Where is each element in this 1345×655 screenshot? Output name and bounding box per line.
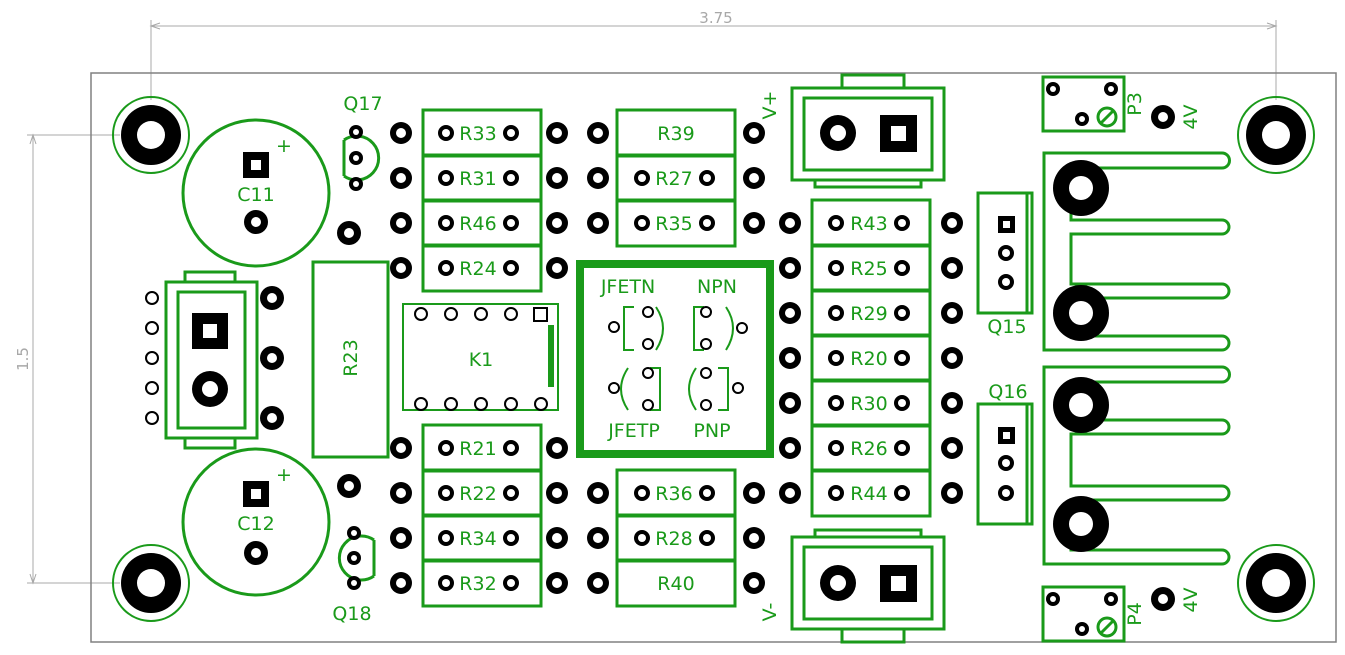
r32-label: R32	[459, 573, 496, 595]
p4-label: P4	[1124, 602, 1146, 626]
q18-label: Q18	[332, 603, 371, 625]
c11-label: C11	[237, 184, 274, 206]
transistor-q17: Q17	[337, 93, 383, 245]
p3-label: P3	[1124, 92, 1146, 116]
heatsink-upper	[1042, 151, 1231, 352]
resistor-r31: R31	[390, 153, 568, 203]
resistor-r39: R39	[587, 108, 765, 158]
resistor-r43: R43	[779, 198, 963, 248]
resistor-r25: R25	[779, 243, 963, 293]
resistor-r35: R35	[587, 198, 765, 248]
socket-label-jfetn: JFETN	[600, 276, 655, 298]
r28-label: R28	[655, 528, 692, 550]
resistor-r28: R28	[587, 513, 765, 563]
connector-vminus: V-	[759, 528, 946, 644]
mounting-hole-top-right	[1237, 96, 1315, 174]
resistor-r20: R20	[779, 333, 963, 383]
resistor-r27: R27	[587, 153, 765, 203]
r20-label: R20	[850, 348, 887, 370]
resistor-r44: R44	[779, 468, 963, 518]
vplus-label: V+	[759, 91, 781, 120]
test-socket-area: JFETN NPN JFETP PNP	[576, 260, 774, 458]
r43-label: R43	[850, 213, 887, 235]
resistor-r33: R33	[390, 108, 568, 158]
resistor-r40: R40	[587, 558, 765, 608]
capacitor-c12: + C12	[181, 447, 331, 597]
r29-label: R29	[850, 303, 887, 325]
resistor-column-right: R43 R25 R29 R20 R30 R26 R44	[779, 198, 963, 518]
mounting-hole-bottom-right	[1237, 544, 1315, 622]
heatsink-lower	[1042, 365, 1231, 566]
q17-label: Q17	[343, 93, 382, 115]
r24-label: R24	[459, 258, 496, 280]
vminus-label: V-	[759, 603, 781, 622]
resistor-r36: R36	[587, 468, 765, 518]
r33-label: R33	[459, 123, 496, 145]
relay-k1: K1	[402, 303, 559, 411]
resistor-r26: R26	[779, 423, 963, 473]
r40-label: R40	[657, 573, 694, 595]
trimmer-p4: P4 4V	[1041, 585, 1202, 643]
resistor-r22: R22	[390, 468, 568, 518]
resistor-r32: R32	[390, 558, 568, 608]
socket-label-pnp: PNP	[693, 420, 730, 442]
r46-label: R46	[459, 213, 496, 235]
trimmer-p3: P3 4V	[1041, 75, 1202, 133]
q16-label: Q16	[988, 381, 1027, 403]
r34-label: R34	[459, 528, 496, 550]
resistor-r24: R24	[390, 243, 568, 293]
r21-label: R21	[459, 438, 496, 460]
r27-label: R27	[655, 168, 692, 190]
r22-label: R22	[459, 483, 496, 505]
r35-label: R35	[655, 213, 692, 235]
transistor-q16: Q16	[976, 381, 1034, 526]
resistor-column-middle: R39 R27 R35 R36 R28 R40	[587, 108, 765, 608]
transistor-q18: Q18	[332, 474, 376, 625]
c12-label: C12	[237, 513, 274, 535]
r31-label: R31	[459, 168, 496, 190]
p4-value: 4V	[1180, 587, 1202, 612]
capacitor-c11: + C11	[181, 118, 331, 268]
board-outline	[90, 72, 1337, 643]
mounting-holes	[112, 96, 1315, 622]
height-dimension-label: 1.5	[14, 347, 32, 371]
socket-label-npn: NPN	[697, 276, 737, 298]
p3-value: 4V	[1180, 104, 1202, 129]
r39-label: R39	[657, 123, 694, 145]
mounting-hole-top-left	[112, 96, 190, 174]
resistor-r46: R46	[390, 198, 568, 248]
c11-polarity-mark: +	[276, 135, 292, 157]
r44-label: R44	[850, 483, 887, 505]
r26-label: R26	[850, 438, 887, 460]
resistor-r21: R21	[390, 423, 568, 473]
width-dimension-label: 3.75	[699, 9, 732, 27]
socket-label-jfetp: JFETP	[607, 420, 660, 442]
resistor-r23: R23	[311, 260, 390, 459]
resistor-r30: R30	[779, 378, 963, 428]
r25-label: R25	[850, 258, 887, 280]
k1-label: K1	[469, 349, 494, 371]
resistor-r34: R34	[390, 513, 568, 563]
transistor-q15: Q15	[976, 191, 1034, 338]
mounting-hole-bottom-left	[112, 544, 190, 622]
dimension-lines	[27, 20, 1278, 585]
r30-label: R30	[850, 393, 887, 415]
connector-vplus: V+	[759, 73, 946, 189]
q15-label: Q15	[987, 316, 1026, 338]
resistor-r29: R29	[779, 288, 963, 338]
r36-label: R36	[655, 483, 692, 505]
c12-polarity-mark: +	[276, 464, 292, 486]
power-connector-left	[145, 270, 284, 450]
resistor-column-left: R33 R31 R46 R24 R21 R22 R34 R32	[390, 108, 568, 608]
r23-label: R23	[340, 339, 362, 376]
